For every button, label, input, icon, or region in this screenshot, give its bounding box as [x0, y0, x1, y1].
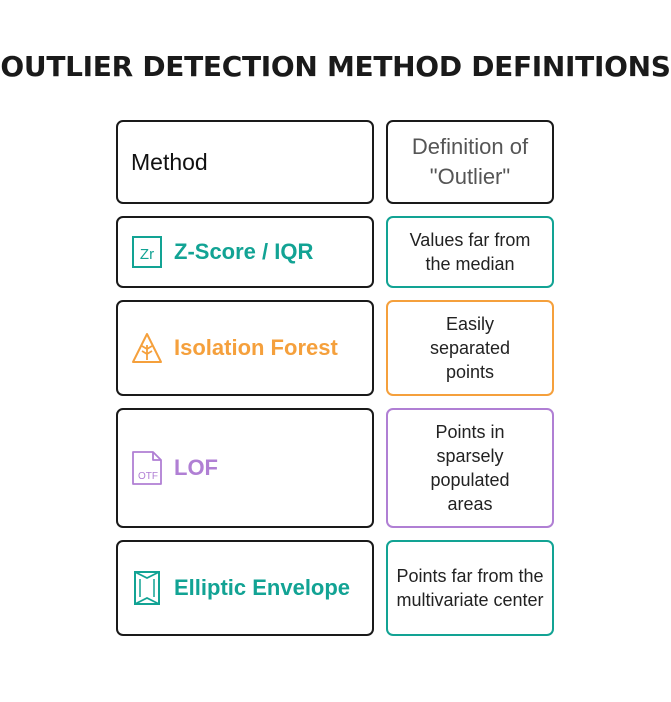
- svg-text:Zr: Zr: [140, 246, 154, 263]
- header-method-cell: Method: [116, 120, 374, 204]
- tree-warning-icon: [132, 333, 162, 363]
- definition-text-elliptic-envelope: Points far from the multivariate center: [396, 566, 544, 610]
- definition-text-isolation-forest: Easily separated points: [429, 314, 511, 382]
- diagram-title: OUTLIER DETECTION METHOD DEFINITIONS: [0, 50, 671, 83]
- method-label-elliptic-envelope: Elliptic Envelope: [174, 575, 351, 600]
- method-cell-z-score: Zr Z-Score / IQR: [116, 216, 374, 288]
- definition-text-lof: Points in sparsely populated areas: [430, 422, 510, 514]
- method-cell-isolation-forest: Isolation Forest: [116, 300, 374, 396]
- method-cell-elliptic-envelope: Elliptic Envelope: [116, 540, 374, 636]
- envelope-icon: [134, 571, 160, 605]
- header-method-label: Method: [131, 148, 208, 175]
- method-label-isolation-forest: Isolation Forest: [174, 335, 338, 360]
- method-label-z-score: Z-Score / IQR: [174, 239, 314, 264]
- method-cell-lof: OTF LOF: [116, 408, 374, 528]
- definition-cell-elliptic-envelope: Points far from the multivariate center: [386, 540, 554, 636]
- definition-cell-z-score: Values far from the median: [386, 216, 554, 288]
- definition-cell-lof: Points in sparsely populated areas: [386, 408, 554, 528]
- definition-cell-isolation-forest: Easily separated points: [386, 300, 554, 396]
- header-definition-cell: Definition of "Outlier": [386, 120, 554, 204]
- z-score-icon: Zr: [132, 236, 162, 268]
- lof-document-icon: OTF: [132, 451, 162, 485]
- definition-text-z-score: Values far from the median: [409, 230, 531, 274]
- header-definition-label: Definition of "Outlier": [411, 134, 529, 189]
- method-label-lof: LOF: [174, 455, 218, 480]
- svg-text:OTF: OTF: [138, 471, 158, 482]
